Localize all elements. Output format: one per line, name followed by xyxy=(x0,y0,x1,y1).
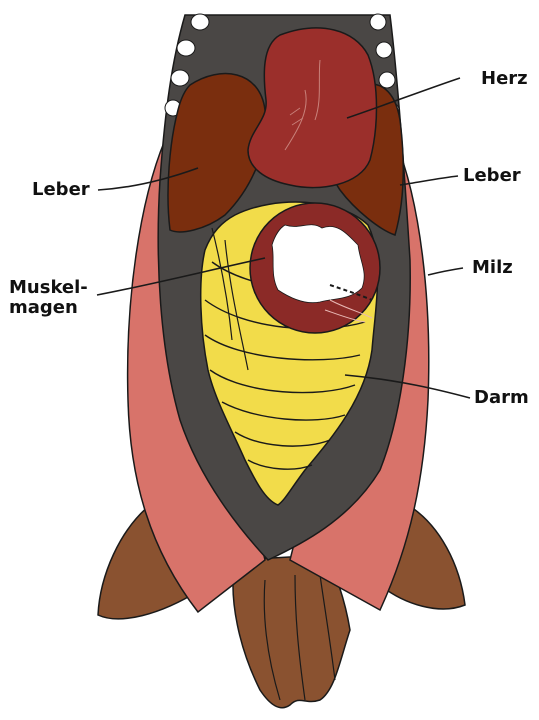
label-muskelmagen: Muskel- magen xyxy=(9,278,88,318)
heart xyxy=(248,28,377,188)
label-milz: Milz xyxy=(472,258,513,278)
milz-leader xyxy=(428,268,463,275)
label-leber-right: Leber xyxy=(463,166,521,186)
label-herz: Herz xyxy=(481,69,528,89)
gizzard xyxy=(250,203,380,333)
label-darm: Darm xyxy=(474,388,529,408)
label-leber-left: Leber xyxy=(32,180,90,200)
